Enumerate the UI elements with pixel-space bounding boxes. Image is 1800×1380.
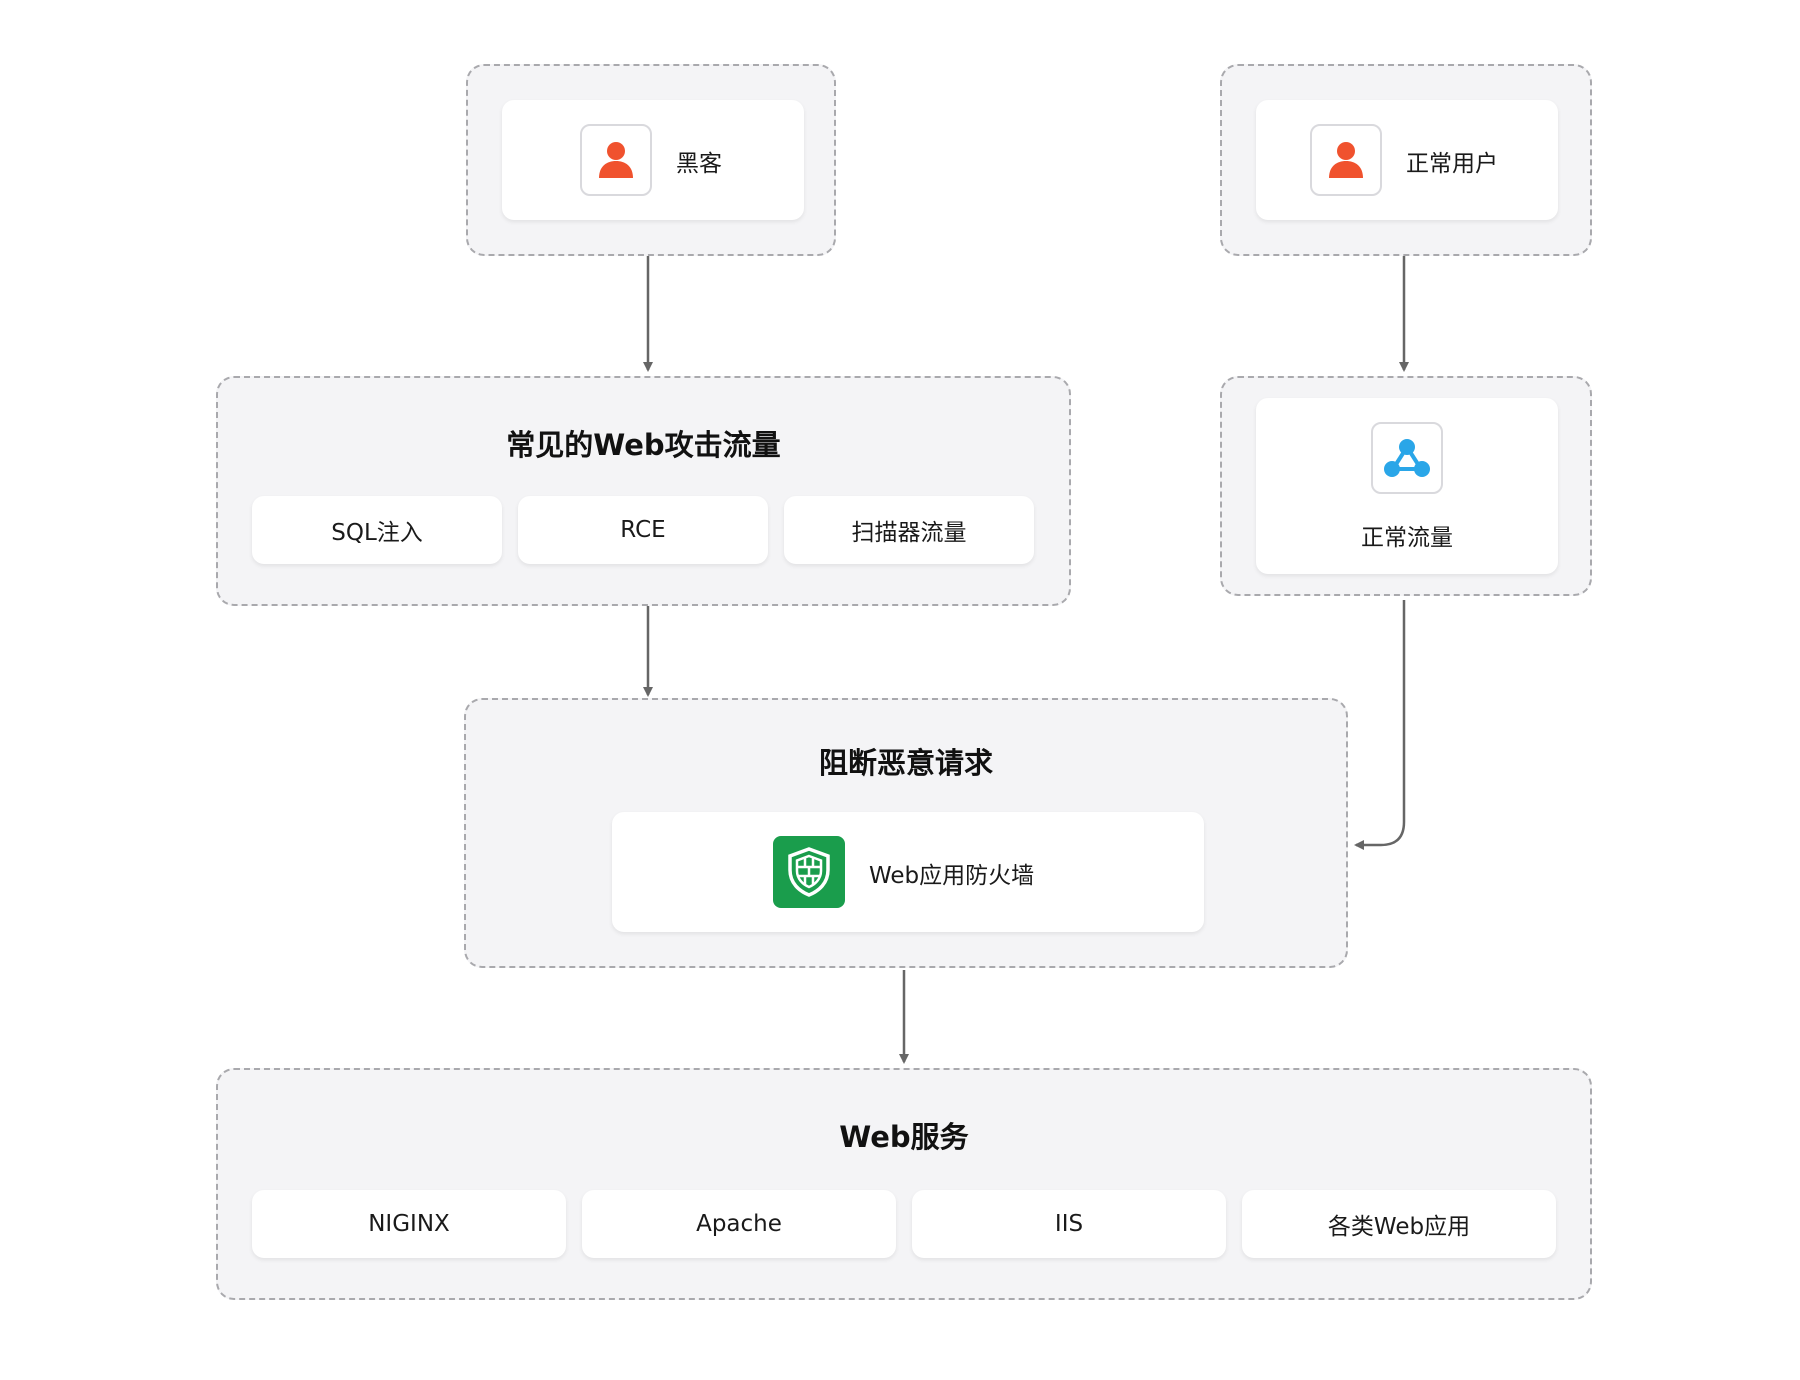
network-icon (1384, 439, 1430, 477)
web-service-title: Web服务 (839, 1120, 969, 1154)
user-icon (599, 142, 633, 178)
normal-traffic-card: 正常流量 (1256, 398, 1558, 574)
attack-item-rce: RCE (518, 496, 768, 564)
normal-traffic-group: 正常流量 (1220, 376, 1592, 596)
waf-card: Web应用防火墙 (612, 812, 1204, 932)
normal-traffic-icon-box (1371, 422, 1443, 494)
block-group: 阻断恶意请求 Web应用防火墙 (464, 698, 1348, 968)
hacker-card: 黑客 (502, 100, 804, 220)
attack-traffic-title: 常见的Web攻击流量 (506, 428, 781, 462)
arrow-normal-to-block (1354, 600, 1406, 850)
user-icon (1329, 142, 1363, 178)
attack-item-scanner: 扫描器流量 (784, 496, 1034, 564)
hacker-label: 黑客 (676, 151, 722, 177)
waf-icon-box (773, 836, 845, 908)
web-item-niginx: NIGINX (252, 1190, 566, 1258)
block-title: 阻断恶意请求 (818, 746, 993, 780)
hacker-icon-box (580, 124, 652, 196)
web-item-various-web-apps: 各类Web应用 (1242, 1190, 1556, 1258)
normal-user-icon-box (1310, 124, 1382, 196)
normal-user-label: 正常用户 (1406, 151, 1498, 177)
normal-user-card: 正常用户 (1256, 100, 1558, 220)
web-service-group: Web服务 NIGINX Apache IIS 各类Web应用 (216, 1068, 1592, 1300)
shield-icon (788, 847, 830, 897)
waf-label: Web应用防火墙 (869, 863, 1035, 889)
hacker-group: 黑客 (466, 64, 836, 256)
normal-traffic-label: 正常流量 (1361, 525, 1453, 551)
web-item-apache: Apache (582, 1190, 896, 1258)
normal-user-group: 正常用户 (1220, 64, 1592, 256)
web-item-iis: IIS (912, 1190, 1226, 1258)
attack-item-sql-injection: SQL注入 (252, 496, 502, 564)
attack-traffic-group: 常见的Web攻击流量 SQL注入 RCE 扫描器流量 (216, 376, 1071, 606)
